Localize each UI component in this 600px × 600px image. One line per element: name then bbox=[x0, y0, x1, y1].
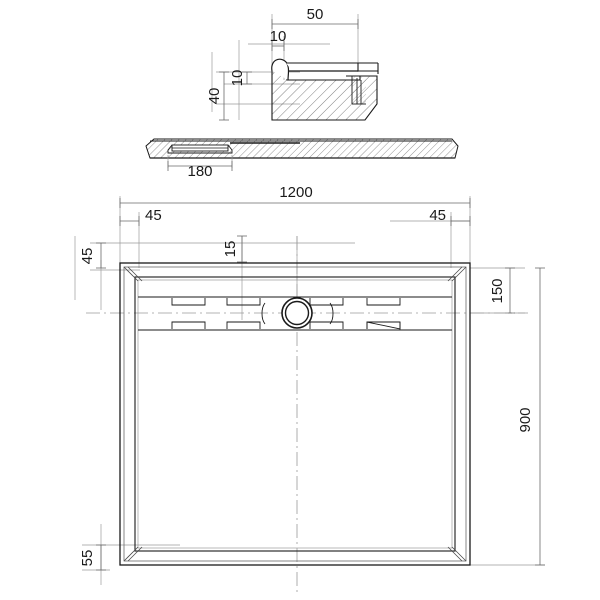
waste-channel-detail-section: 50 10 40 10 bbox=[206, 6, 379, 121]
elevation-channel-walls bbox=[167, 144, 233, 154]
waste-drain-channel bbox=[138, 296, 452, 331]
tray-outer-rim bbox=[119, 262, 471, 566]
dim-1200-group: 1200 bbox=[119, 184, 471, 208]
dim-label-45-top-right: 45 bbox=[429, 207, 446, 224]
grate-slots-upper-row bbox=[171, 298, 401, 306]
dim-10-horizontal-group: 10 bbox=[270, 28, 287, 51]
dim-label-45-top-left: 45 bbox=[145, 207, 162, 224]
tray-rim-inner-line bbox=[123, 266, 467, 562]
tray-basin-boundary bbox=[134, 276, 456, 552]
dim-180-group: 180 bbox=[167, 155, 233, 180]
dim-label-10-vertical: 10 bbox=[229, 70, 246, 87]
detail-rolled-lip bbox=[271, 58, 290, 81]
dim-label-40: 40 bbox=[206, 88, 223, 105]
tray-plan-view: 1200 45 45 15 45 bbox=[74, 184, 545, 596]
tray-corner-chamfers bbox=[123, 266, 467, 562]
dim-label-180: 180 bbox=[187, 163, 212, 180]
detail-channel-top-face bbox=[286, 62, 359, 72]
dim-45-left-group: 45 bbox=[79, 242, 106, 269]
waste-outer-circle bbox=[281, 297, 313, 329]
dim-label-10-horizontal: 10 bbox=[270, 28, 287, 45]
dim-label-45-left: 45 bbox=[79, 248, 96, 265]
dim-10-vertical-group: 10 bbox=[229, 70, 252, 87]
dim-label-55: 55 bbox=[79, 550, 96, 567]
dim-label-1200: 1200 bbox=[279, 184, 312, 201]
circular-waste-outlet bbox=[281, 297, 313, 329]
dim-15-group: 15 bbox=[222, 235, 247, 263]
tray-basin-inner-line bbox=[137, 279, 453, 549]
dim-45-top-right-group: 45 bbox=[429, 207, 471, 226]
dim-label-15: 15 bbox=[222, 241, 239, 258]
elevation-waste-channel bbox=[167, 142, 300, 154]
tray-elevation-section: 180 bbox=[145, 138, 459, 180]
dim-900-group: 900 bbox=[517, 267, 545, 566]
dim-label-150: 150 bbox=[489, 278, 506, 303]
dim-40-group: 40 bbox=[206, 71, 229, 121]
dim-55-group: 55 bbox=[79, 544, 106, 571]
channel-waste-side-curves bbox=[261, 302, 334, 325]
waste-inner-circle bbox=[284, 300, 310, 326]
dim-label-50: 50 bbox=[307, 6, 324, 23]
dim-label-900: 900 bbox=[517, 407, 534, 432]
detail-notch-hatch bbox=[352, 76, 366, 104]
dim-45-top-left-group: 45 bbox=[119, 207, 162, 226]
grate-slots-lower-row bbox=[171, 321, 401, 330]
dim-50-group: 50 bbox=[271, 6, 359, 29]
